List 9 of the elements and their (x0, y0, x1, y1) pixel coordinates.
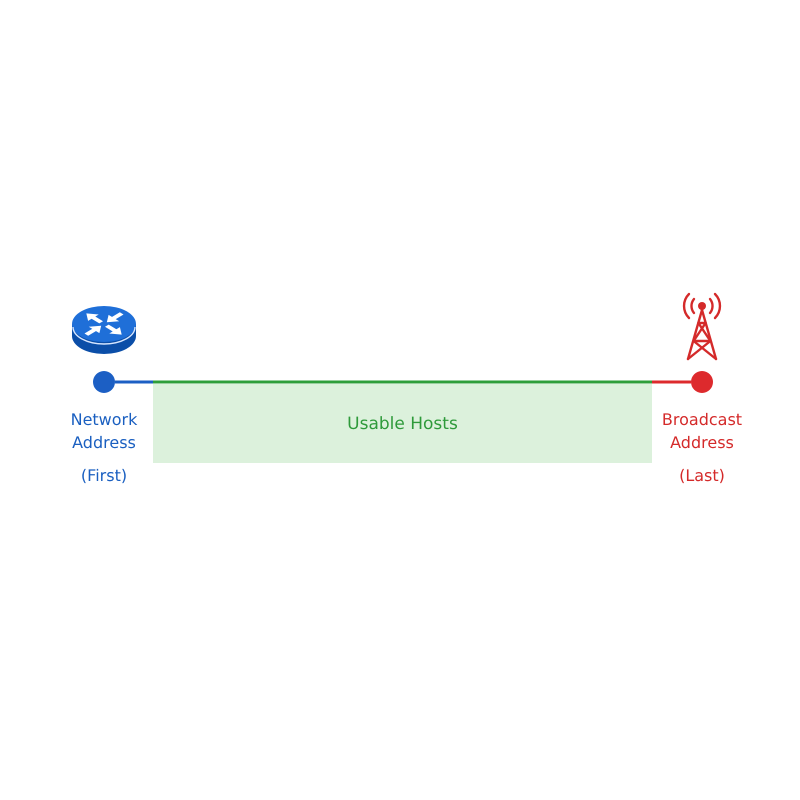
endpoint-dot (691, 371, 713, 393)
range-label: Usable Hosts (347, 412, 458, 434)
address-range-band (153, 384, 652, 463)
endpoint-dot (93, 371, 115, 393)
range-line (115, 380, 691, 384)
node-caption: (Last) (678, 465, 726, 487)
node-caption: Network Address (70, 409, 138, 454)
node-caption: Broadcast Address (660, 409, 744, 454)
node-caption: (First) (80, 465, 128, 487)
